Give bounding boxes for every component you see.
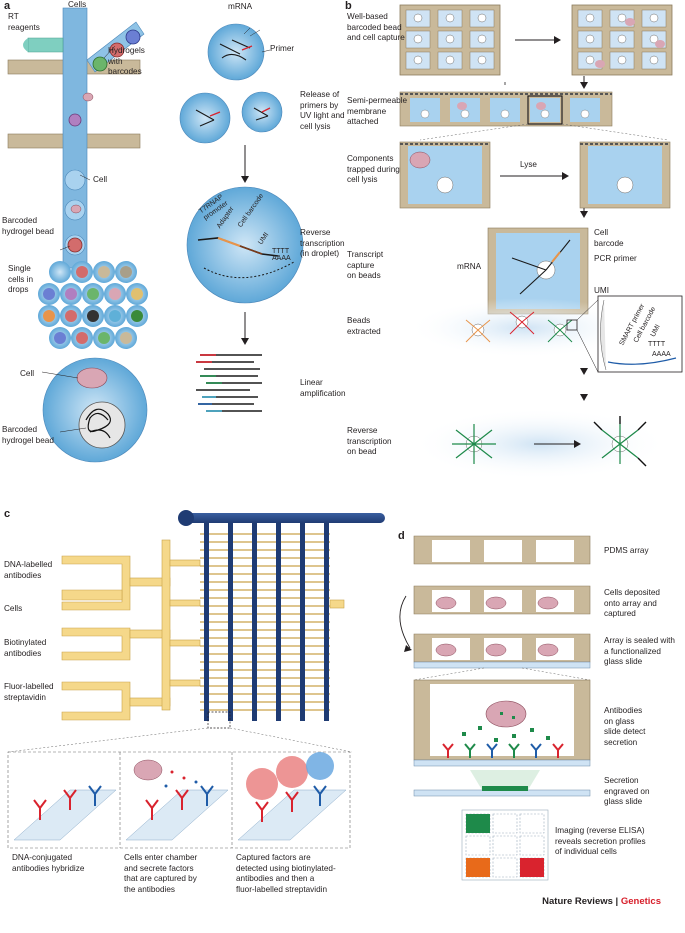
zoomed-droplet (42, 357, 148, 463)
label-c-cells: Cells (4, 604, 23, 613)
label-b-mrna: mRNA (457, 262, 482, 271)
label-well-based: Well-based barcoded bead and cell captur… (347, 12, 405, 42)
journal-credit: Nature Reviews | Genetics (542, 896, 661, 907)
label-polya: TTTT AAAA (272, 248, 291, 262)
label-single-cells: Single cells in drops (8, 264, 34, 294)
label-b-umi: UMI (594, 286, 610, 295)
label-hydrogels: Hydrogels with barcodes (108, 46, 145, 76)
label-dna-labelled: DNA-labelled antibodies (4, 560, 53, 580)
label-cell: Cell (93, 175, 108, 184)
label-barcoded-bead-zoom: Barcoded hydrogel bead (2, 425, 54, 445)
panel-d-steps (399, 535, 591, 881)
label-b-cell-barcode: Cell barcode (594, 228, 624, 248)
panel-a-arrows (241, 145, 249, 345)
label-ttt-inset: TTTT (648, 341, 666, 348)
label-transcript-capture: Transcript capture on beads (347, 250, 384, 280)
panel-b-beads (407, 295, 683, 373)
label-array-sealed: Array is sealed with a functionalized gl… (604, 636, 675, 666)
primer-release-droplets (179, 23, 283, 144)
label-cell-zoom: Cell (20, 369, 35, 378)
panel-b-arrows (580, 76, 588, 401)
label-reverse-transcription: Reverse transcription (in droplet) (300, 228, 345, 258)
caption-c-1: DNA-conjugated antibodies hybridize (12, 853, 85, 873)
label-primer: Primer (270, 44, 295, 53)
label-biotinylated: Biotinylated antibodies (4, 638, 47, 658)
label-rt-reagents: RT reagents (8, 12, 40, 32)
panel-d-letter: d (398, 530, 405, 542)
label-pcr-primer: PCR primer (594, 254, 637, 263)
label-cells: Cells (68, 0, 87, 9)
label-antibodies-detect: Antibodies on glass slide detect secreti… (604, 706, 646, 747)
journal-name: Nature Reviews (542, 896, 613, 907)
label-mrna: mRNA (228, 2, 253, 11)
journal-section: Genetics (620, 896, 661, 907)
journal-separator: | (615, 896, 619, 907)
label-fluor-labelled: Fluor-labelled streptavidin (4, 682, 54, 702)
panel-b-letter: b (345, 0, 352, 12)
panel-a-microfluidic-device (7, 7, 145, 269)
label-release: Release of primers by UV light and cell … (300, 90, 345, 131)
label-aaa-inset: AAAA (652, 351, 671, 358)
amplification-lines (196, 354, 262, 412)
label-membrane: Semi-permeable membrane attached (347, 96, 408, 126)
panel-b-lysis (399, 123, 671, 209)
label-lyse: Lyse (520, 160, 537, 169)
label-pdms: PDMS array (604, 546, 649, 555)
label-components: Components trapped during cell lysis (347, 154, 400, 184)
label-cells-deposited: Cells deposited onto array and captured (604, 588, 660, 618)
caption-c-3: Captured factors are detected using biot… (236, 853, 336, 894)
panel-b-membrane (399, 82, 613, 127)
label-rt-on-bead: Reverse transcription on bead (347, 426, 392, 456)
panel-a-leaders (41, 27, 271, 433)
caption-c-2: Cells enter chamber and secrete factors … (124, 853, 198, 894)
panel-b-rt-on-bead (412, 408, 668, 480)
label-secretion-engraved: Secretion engraved on glass slide (604, 776, 650, 806)
panel-c-letter: c (4, 508, 11, 520)
label-linear-amplification: Linear amplification (300, 378, 346, 398)
label-beads-extracted: Beads extracted (347, 316, 381, 336)
rt-droplet (186, 186, 304, 304)
panel-b-wells (399, 4, 673, 76)
panel-c-detail (7, 751, 351, 849)
panel-c-chip (7, 510, 385, 753)
panel-a-letter: a (4, 0, 11, 12)
label-imaging: Imaging (reverse ELISA) reveals secretio… (555, 826, 646, 856)
label-barcoded-bead: Barcoded hydrogel bead (2, 216, 54, 236)
droplet-cluster (38, 261, 148, 349)
